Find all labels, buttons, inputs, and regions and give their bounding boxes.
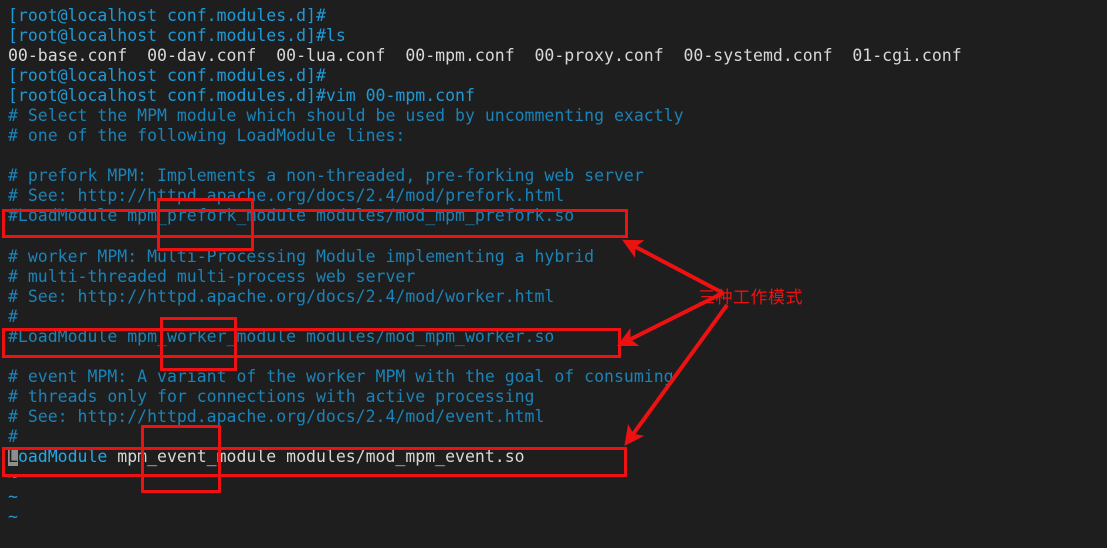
- terminal-line: [root@localhost conf.modules.d]#ls: [8, 26, 1107, 46]
- terminal-line: #: [8, 307, 1107, 327]
- command-output: 00-base.conf 00-dav.conf 00-lua.conf 00-…: [8, 46, 962, 66]
- terminal-line: # one of the following LoadModule lines:: [8, 126, 1107, 146]
- terminal-line: # See: http://httpd.apache.org/docs/2.4/…: [8, 407, 1107, 427]
- config-comment-line: # one of the following LoadModule lines:: [8, 126, 406, 146]
- vim-empty-line-marker: ~: [8, 507, 18, 527]
- config-comment-line: #: [8, 426, 18, 446]
- terminal-line: # Select the MPM module which should be …: [8, 106, 1107, 126]
- vim-empty-line-marker: ~: [8, 487, 18, 507]
- terminal-line: [root@localhost conf.modules.d]#: [8, 6, 1107, 26]
- terminal-line: # See: http://httpd.apache.org/docs/2.4/…: [8, 186, 1107, 206]
- config-comment-line: # prefork MPM: Implements a non-threaded…: [8, 166, 644, 186]
- terminal-line: # multi-threaded multi-process web serve…: [8, 267, 1107, 287]
- config-comment-line: # event MPM: A variant of the worker MPM…: [8, 366, 674, 386]
- config-comment-line: #: [8, 306, 18, 326]
- terminal-line: LoadModule mpm_event_module modules/mod_…: [8, 447, 1107, 467]
- shell-command: ls: [325, 26, 346, 46]
- config-comment-line: # See: http://httpd.apache.org/docs/2.4/…: [8, 186, 565, 206]
- terminal-line: [8, 347, 1107, 367]
- terminal-line: ~: [8, 507, 1107, 527]
- shell-command: vim 00-mpm.conf: [325, 86, 475, 106]
- terminal-line: # worker MPM: Multi-Processing Module im…: [8, 247, 1107, 267]
- config-comment-line: # See: http://httpd.apache.org/docs/2.4/…: [8, 286, 555, 306]
- terminal-line: ~: [8, 467, 1107, 487]
- terminal-line: [8, 227, 1107, 247]
- terminal-line: # See: http://httpd.apache.org/docs/2.4/…: [8, 287, 1107, 307]
- config-comment-line: # Select the MPM module which should be …: [8, 106, 684, 126]
- shell-prompt: [root@localhost conf.modules.d]#: [8, 26, 326, 46]
- terminal-line: #LoadModule mpm_worker_module modules/mo…: [8, 327, 1107, 347]
- terminal-line: [8, 146, 1107, 166]
- shell-prompt: [root@localhost conf.modules.d]#: [8, 6, 326, 25]
- config-comment-line: # threads only for connections with acti…: [8, 386, 535, 406]
- terminal-line: #LoadModule mpm_prefork_module modules/m…: [8, 206, 1107, 226]
- shell-prompt: [root@localhost conf.modules.d]#: [8, 86, 326, 106]
- loadmodule-directive: oadModule: [17, 447, 108, 467]
- config-comment-line: #LoadModule mpm_prefork_module modules/m…: [8, 206, 575, 226]
- loadmodule-arguments: mpm_event_module modules/mod_mpm_event.s…: [107, 447, 525, 467]
- terminal-line: # threads only for connections with acti…: [8, 387, 1107, 407]
- terminal-line: [root@localhost conf.modules.d]#vim 00-m…: [8, 86, 1107, 106]
- terminal-text-area[interactable]: [root@localhost conf.modules.d]#[root@lo…: [0, 0, 1107, 527]
- terminal-line: [root@localhost conf.modules.d]#: [8, 66, 1107, 86]
- config-comment-line: # multi-threaded multi-process web serve…: [8, 266, 416, 286]
- terminal-line: #: [8, 427, 1107, 447]
- terminal-line: # event MPM: A variant of the worker MPM…: [8, 367, 1107, 387]
- config-comment-line: # See: http://httpd.apache.org/docs/2.4/…: [8, 406, 545, 426]
- vim-empty-line-marker: ~: [8, 467, 18, 487]
- terminal-line: 00-base.conf 00-dav.conf 00-lua.conf 00-…: [8, 46, 1107, 66]
- shell-prompt: [root@localhost conf.modules.d]#: [8, 66, 326, 86]
- terminal-line: # prefork MPM: Implements a non-threaded…: [8, 166, 1107, 186]
- config-comment-line: #LoadModule mpm_worker_module modules/mo…: [8, 326, 555, 346]
- terminal-line: ~: [8, 487, 1107, 507]
- vim-cursor: L: [8, 447, 18, 467]
- config-comment-line: # worker MPM: Multi-Processing Module im…: [8, 246, 595, 266]
